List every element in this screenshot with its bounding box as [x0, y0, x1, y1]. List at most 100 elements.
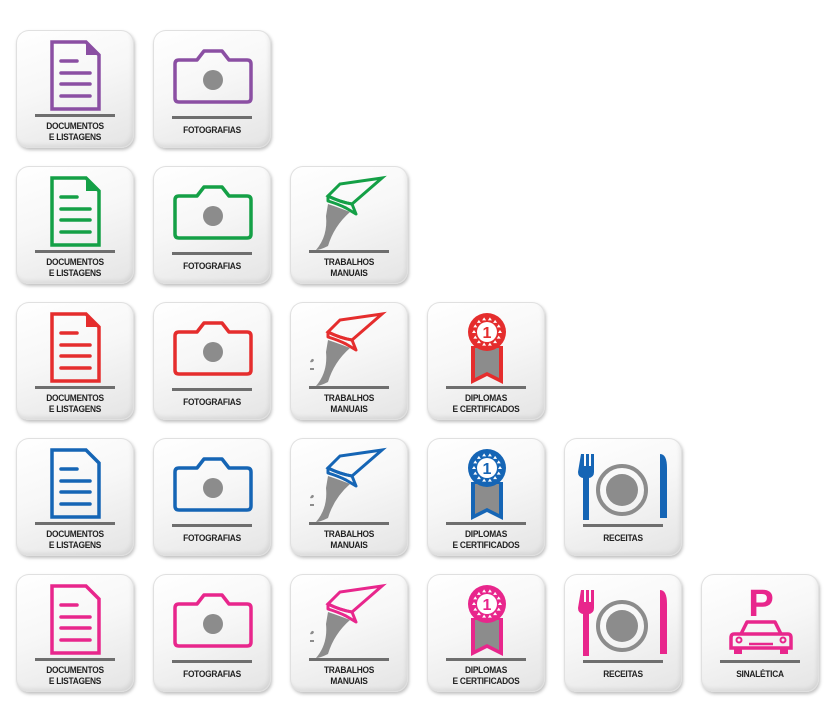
divider-bar [583, 660, 663, 663]
tile-camera-blue[interactable]: FOTOGRAFIAS [153, 438, 271, 556]
document-icon [50, 584, 101, 655]
divider-bar [172, 252, 252, 255]
fork-plate-knife-icon-container [578, 454, 667, 520]
divider-bar [172, 660, 252, 663]
tile-label: DOCUMENTOS E LISTAGENS [23, 529, 127, 551]
tile-paintbrush-green[interactable]: TRABALHOS MANUAIS [290, 166, 408, 284]
tile-document-red[interactable]: DOCUMENTOS E LISTAGENS [16, 302, 134, 420]
paintbrush-icon-container [310, 311, 387, 386]
tile-row-pink: DOCUMENTOS E LISTAGENS FOTOGRAFIAS TRABA… [16, 574, 819, 692]
tile-label-line1: DIPLOMAS [464, 665, 508, 676]
document-icon-container [50, 584, 101, 655]
parking-car-icon: P [729, 583, 793, 654]
medal-icon-container: 1 [468, 313, 506, 384]
paintbrush-icon-container [316, 175, 387, 250]
tile-label-line1: DIPLOMAS [464, 393, 508, 404]
tile-parking-car-pink[interactable]: P SINALÉTICA [701, 574, 819, 692]
tile-label-line1: SINALÉTICA [736, 669, 784, 680]
divider-bar [309, 522, 389, 525]
camera-icon-container [173, 457, 253, 512]
camera-icon [173, 457, 253, 512]
medal-icon: 1 [468, 585, 506, 656]
svg-text:1: 1 [483, 597, 492, 614]
tile-label-line1: DOCUMENTOS [46, 257, 104, 268]
tile-document-green[interactable]: DOCUMENTOS E LISTAGENS [16, 166, 134, 284]
tile-label-line1: DIPLOMAS [464, 529, 508, 540]
icon-grid: DOCUMENTOS E LISTAGENS FOTOGRAFIAS [16, 30, 819, 710]
tile-label: FOTOGRAFIAS [160, 125, 264, 136]
paintbrush-icon [310, 311, 387, 386]
tile-paintbrush-blue[interactable]: TRABALHOS MANUAIS [290, 438, 408, 556]
tile-label: FOTOGRAFIAS [160, 261, 264, 272]
paintbrush-icon [316, 175, 387, 250]
camera-icon-container [173, 49, 253, 104]
camera-icon [173, 321, 253, 376]
tile-fork-plate-knife-pink[interactable]: RECEITAS [564, 574, 682, 692]
tile-row-blue: DOCUMENTOS E LISTAGENS FOTOGRAFIAS TRABA… [16, 438, 819, 556]
tile-label-line1: TRABALHOS [323, 665, 375, 676]
divider-bar [35, 114, 115, 117]
tile-label: DOCUMENTOS E LISTAGENS [23, 257, 127, 279]
divider-bar [583, 524, 663, 527]
camera-icon [173, 593, 253, 648]
tile-medal-pink[interactable]: 1 DIPLOMAS E CERTIFICADOS [427, 574, 545, 692]
medal-icon-container: 1 [468, 585, 506, 656]
tile-label-line2: E CERTIFICADOS [452, 676, 520, 687]
tile-label-line1: DOCUMENTOS [46, 121, 104, 132]
camera-icon [173, 49, 253, 104]
divider-bar [35, 250, 115, 253]
tile-camera-purple[interactable]: FOTOGRAFIAS [153, 30, 271, 148]
svg-text:1: 1 [483, 325, 492, 342]
tile-label-line2: MANUAIS [330, 540, 368, 551]
tile-document-pink[interactable]: DOCUMENTOS E LISTAGENS [16, 574, 134, 692]
tile-fork-plate-knife-blue[interactable]: RECEITAS [564, 438, 682, 556]
camera-icon-container [173, 593, 253, 648]
medal-icon: 1 [468, 313, 506, 384]
tile-label: RECEITAS [571, 533, 675, 544]
tile-camera-green[interactable]: FOTOGRAFIAS [153, 166, 271, 284]
tile-label-line2: E LISTAGENS [48, 268, 102, 279]
divider-bar [446, 386, 526, 389]
tile-document-blue[interactable]: DOCUMENTOS E LISTAGENS [16, 438, 134, 556]
tile-label-line2: MANUAIS [330, 404, 368, 415]
document-icon-container [50, 176, 101, 247]
svg-text:1: 1 [483, 461, 492, 478]
divider-bar [35, 658, 115, 661]
tile-camera-pink[interactable]: FOTOGRAFIAS [153, 574, 271, 692]
tile-row-green: DOCUMENTOS E LISTAGENS FOTOGRAFIAS TRABA… [16, 166, 819, 284]
document-icon [50, 312, 101, 383]
fork-plate-knife-icon-container [578, 590, 667, 656]
tile-label-line2: E CERTIFICADOS [452, 404, 520, 415]
camera-icon-container [173, 185, 253, 240]
divider-bar [446, 522, 526, 525]
tile-medal-red[interactable]: 1 DIPLOMAS E CERTIFICADOS [427, 302, 545, 420]
tile-label-line1: FOTOGRAFIAS [183, 533, 241, 544]
paintbrush-icon [310, 447, 387, 522]
divider-bar [172, 116, 252, 119]
tile-label: DOCUMENTOS E LISTAGENS [23, 393, 127, 415]
tile-label: FOTOGRAFIAS [160, 669, 264, 680]
document-icon [50, 448, 101, 519]
tile-label: DIPLOMAS E CERTIFICADOS [434, 393, 538, 415]
paintbrush-icon [310, 583, 387, 658]
tile-label: FOTOGRAFIAS [160, 397, 264, 408]
divider-bar [720, 660, 800, 663]
tile-document-purple[interactable]: DOCUMENTOS E LISTAGENS [16, 30, 134, 148]
tile-medal-blue[interactable]: 1 DIPLOMAS E CERTIFICADOS [427, 438, 545, 556]
tile-paintbrush-pink[interactable]: TRABALHOS MANUAIS [290, 574, 408, 692]
divider-bar [309, 250, 389, 253]
tile-camera-red[interactable]: FOTOGRAFIAS [153, 302, 271, 420]
tile-label-line1: TRABALHOS [323, 257, 375, 268]
camera-icon [173, 185, 253, 240]
document-icon-container [50, 448, 101, 519]
tile-label-line2: MANUAIS [330, 268, 368, 279]
divider-bar [35, 522, 115, 525]
tile-label: TRABALHOS MANUAIS [297, 665, 401, 687]
tile-label-line2: E LISTAGENS [48, 404, 102, 415]
tile-paintbrush-red[interactable]: TRABALHOS MANUAIS [290, 302, 408, 420]
paintbrush-icon-container [310, 583, 387, 658]
svg-text:P: P [748, 583, 773, 625]
tile-label-line1: RECEITAS [603, 669, 643, 680]
tile-label: FOTOGRAFIAS [160, 533, 264, 544]
divider-bar [172, 388, 252, 391]
